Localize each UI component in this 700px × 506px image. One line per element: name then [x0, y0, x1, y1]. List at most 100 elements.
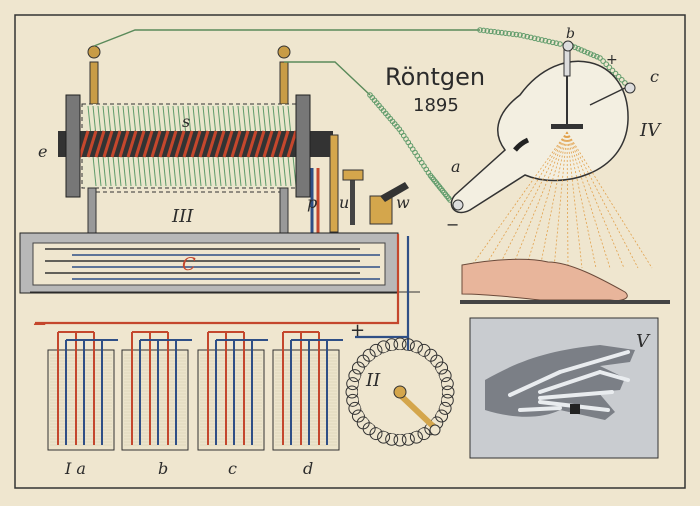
wire-coil-loop	[542, 37, 549, 44]
xray-ray	[566, 131, 639, 269]
primary-turn	[182, 130, 194, 158]
label-tube-plus: +	[606, 52, 618, 68]
resistance-loop	[385, 338, 399, 352]
induction-coil	[58, 45, 333, 235]
wire-coil-loop	[506, 30, 512, 37]
condenser-box	[19, 232, 420, 294]
wire-coil-loop	[581, 48, 588, 55]
label-w: w	[396, 193, 410, 212]
resistance-loop	[438, 401, 452, 415]
coil-terminal-knob-right	[277, 45, 291, 59]
primary-turn	[206, 130, 218, 158]
wire-coil-loop	[513, 31, 520, 38]
wire-coil-loop	[557, 41, 563, 47]
xray-image-panel	[469, 317, 659, 459]
wire-coil-loop	[495, 29, 501, 36]
resistance-loop	[401, 432, 415, 446]
switch-w-lever	[380, 182, 409, 202]
xray-ray	[511, 131, 568, 269]
wire-coil-loop	[531, 35, 538, 42]
wire-coil-loop	[509, 31, 516, 37]
xray-ray	[566, 131, 583, 269]
resistance-loop	[369, 343, 383, 357]
primary-turn	[94, 130, 106, 158]
primary-turn	[190, 130, 202, 158]
rheostat-crank	[394, 389, 438, 431]
primary-turn	[126, 130, 138, 158]
plate-frame	[14, 14, 686, 489]
terminal-c	[624, 82, 636, 94]
title-year: 1895	[413, 95, 459, 116]
resistance-loop	[351, 361, 365, 375]
wire-coil-loop	[539, 37, 545, 43]
resistance-loop	[430, 354, 444, 368]
rheostat-knob	[429, 424, 441, 436]
finger-bone	[518, 406, 562, 412]
resistance-loop	[351, 409, 365, 423]
finger-bone	[598, 370, 630, 382]
wire-coil-loop	[520, 33, 527, 39]
primary-turn	[286, 130, 298, 158]
primary-turn	[174, 130, 186, 158]
primary-turn	[118, 130, 130, 158]
primary-turn	[78, 130, 90, 158]
coil-leg-right	[279, 187, 289, 235]
xray-ray	[566, 131, 569, 269]
wire-coil-loop	[553, 40, 560, 46]
primary-turn	[86, 130, 98, 158]
primary-turn	[230, 130, 242, 158]
label-cell-Ia: I a	[64, 459, 86, 478]
label-tube-a: a	[451, 157, 461, 176]
terminal-b	[562, 40, 574, 52]
xray-ray	[566, 131, 653, 269]
wire-coil-loop	[600, 58, 606, 64]
xray-bones	[508, 350, 630, 412]
xray-ray	[483, 131, 568, 269]
resistance-loop	[440, 393, 454, 407]
finger-bone	[558, 350, 630, 374]
resistance-loop	[377, 430, 391, 444]
wire-coil-loop	[575, 45, 582, 52]
primary-turn	[150, 130, 162, 158]
primary-turn	[270, 130, 282, 158]
primary-turn	[198, 130, 210, 158]
wire-coil-loop	[488, 28, 494, 35]
resistance-loop	[362, 348, 376, 362]
resistance-loop	[438, 369, 452, 383]
resistance-loop	[385, 432, 399, 446]
primary-turn	[214, 130, 226, 158]
xray-beam	[469, 131, 653, 269]
resistance-loop	[417, 427, 431, 441]
switch-w-base	[369, 195, 393, 225]
tube-glass	[450, 60, 629, 214]
wire-coil-loop	[549, 39, 556, 46]
anticathode	[551, 124, 583, 129]
label-C: C	[182, 254, 196, 275]
label-tube-b: b	[566, 26, 575, 42]
resistance-loop	[409, 340, 423, 354]
condenser-inner	[32, 242, 386, 286]
wire-coil-loop	[578, 47, 585, 53]
label-tube-c: c	[650, 67, 659, 86]
label-tube-minus: −	[446, 215, 459, 234]
coil-terminal-post-left	[89, 61, 99, 105]
wire-coil-loop	[584, 49, 591, 56]
resistance-loop	[348, 401, 362, 415]
wire-coil-loop	[480, 27, 487, 34]
resistance-loop	[369, 427, 383, 441]
coiled-high-voltage-wires	[367, 27, 631, 203]
primary-turn	[110, 130, 122, 158]
resistance-loop	[409, 430, 423, 444]
label-cell-b: b	[158, 459, 168, 478]
wire-coil-loop	[524, 33, 531, 40]
contact-screw-post	[350, 180, 355, 225]
label-II: II	[365, 370, 381, 391]
wire-coil-loop	[502, 30, 509, 36]
coil-terminal-post-right	[279, 61, 289, 105]
wire-coil-loop	[535, 36, 541, 42]
wire-coil-loop	[618, 76, 625, 83]
contact-screw-head	[342, 169, 364, 181]
label-V: V	[636, 331, 651, 352]
